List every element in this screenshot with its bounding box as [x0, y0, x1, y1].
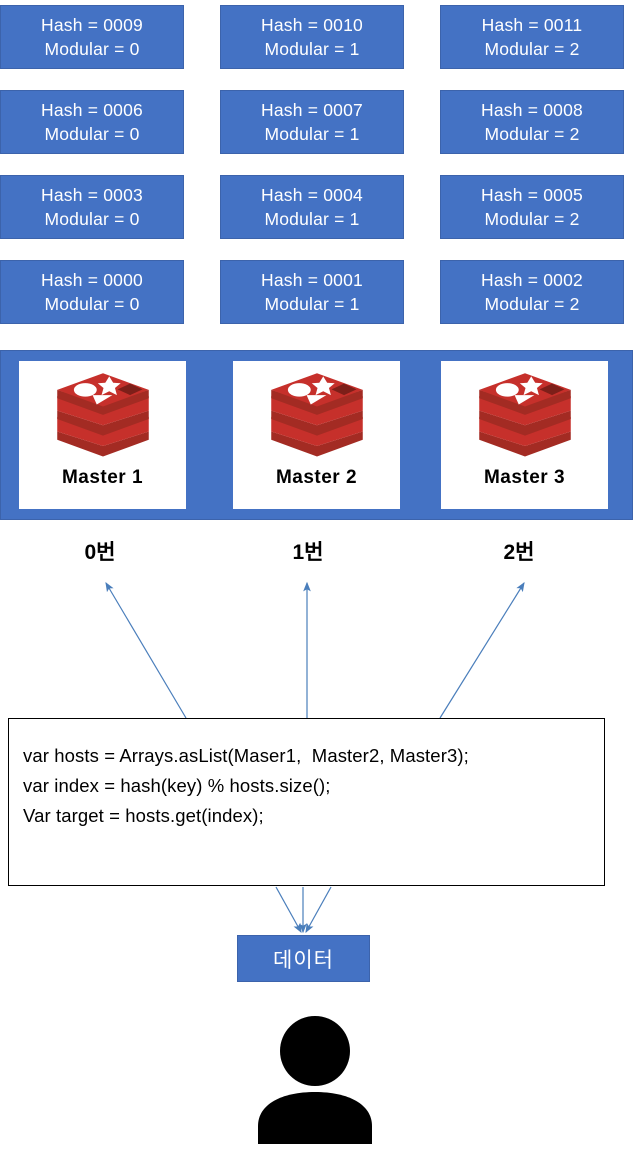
- hash-value-label: Hash = 0008: [481, 99, 583, 120]
- master-tile: Master 3: [441, 361, 608, 509]
- master-tile: Master 2: [233, 361, 400, 509]
- code-box: var hosts = Arrays.asList(Maser1, Master…: [8, 718, 605, 886]
- code-line: Var target = hosts.get(index);: [23, 804, 264, 826]
- redis-logo-icon: [270, 373, 363, 457]
- hash-value-label: Hash = 0006: [41, 99, 143, 120]
- modular-value-label: Modular = 1: [264, 124, 360, 144]
- arrow-to-master-3: [439, 581, 525, 719]
- code-line: var hosts = Arrays.asList(Maser1, Master…: [23, 745, 469, 766]
- hash-value-label: Hash = 0007: [261, 99, 363, 120]
- hash-value-label: Hash = 0000: [41, 269, 143, 290]
- redis-logo-icon: [56, 373, 149, 457]
- modular-value-label: Modular = 1: [264, 39, 360, 59]
- master-label: Master 3: [483, 467, 566, 488]
- modular-value-label: Modular = 2: [484, 209, 580, 229]
- modular-value-label: Modular = 1: [264, 294, 360, 314]
- modular-value-label: Modular = 2: [484, 294, 580, 314]
- arrow-to-master-1: [105, 581, 187, 719]
- hash-value-label: Hash = 0005: [481, 184, 583, 205]
- data-box: 데이터: [237, 935, 370, 982]
- arrow-data-right: [305, 886, 332, 934]
- hash-value-label: Hash = 0002: [481, 269, 583, 290]
- hash-value-label: Hash = 0004: [261, 184, 363, 205]
- index-label: 2번: [503, 541, 535, 564]
- master-band: Master 1 Master 2 Master 3: [0, 350, 633, 520]
- master-label: Master 2: [275, 467, 358, 488]
- code-line: var index = hash(key) % hosts.size();: [23, 774, 331, 796]
- modular-value-label: Modular = 1: [264, 209, 360, 229]
- hash-value-label: Hash = 0003: [41, 184, 143, 205]
- modular-value-label: Modular = 0: [44, 209, 140, 229]
- modular-value-label: Modular = 0: [44, 124, 140, 144]
- modular-value-label: Modular = 2: [484, 39, 580, 59]
- master-tile: Master 1: [19, 361, 186, 509]
- index-label: 1번: [292, 541, 324, 564]
- modular-value-label: Modular = 0: [44, 39, 140, 59]
- modular-value-label: Modular = 0: [44, 294, 140, 314]
- redis-logo-icon: [478, 373, 571, 457]
- hash-value-label: Hash = 0009: [41, 14, 143, 35]
- hash-value-label: Hash = 0010: [261, 14, 363, 35]
- data-box-label: 데이터: [273, 948, 334, 972]
- index-label: 0번: [84, 541, 116, 564]
- modular-value-label: Modular = 2: [484, 124, 580, 144]
- arrow-data-left: [275, 886, 302, 934]
- master-label: Master 1: [61, 467, 144, 488]
- hash-value-label: Hash = 0001: [261, 269, 363, 290]
- hash-value-label: Hash = 0011: [481, 14, 583, 35]
- user-person-icon: [258, 1016, 372, 1144]
